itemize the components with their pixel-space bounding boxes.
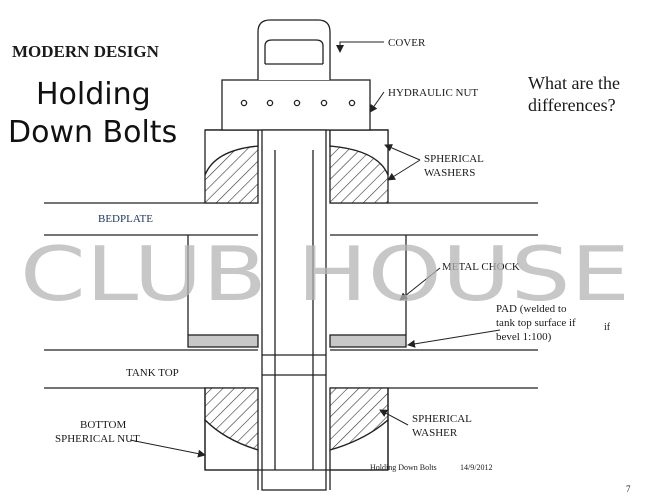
label-pad-1: PAD (welded to — [496, 303, 567, 315]
label-hydraulic-nut: HYDRAULIC NUT — [388, 87, 478, 99]
label-pad-stray: if — [604, 322, 611, 333]
label-pad-2: tank top surface if — [496, 317, 576, 329]
leader-lines — [129, 41, 501, 458]
cover — [257, 19, 331, 80]
bottom-spherical-nut — [204, 418, 259, 471]
label-cover: COVER — [388, 37, 426, 49]
watermark-text: CLUB HOUSE — [20, 230, 630, 318]
design-label: MODERN DESIGN — [12, 42, 160, 61]
structure — [44, 19, 538, 491]
label-tank-top: TANK TOP — [126, 367, 179, 379]
label-spherical-washer-2: WASHER — [412, 427, 458, 439]
hydraulic-nut-holes — [240, 99, 356, 107]
title-line-1: Holding — [36, 77, 151, 112]
question-line-2: differences? — [528, 95, 616, 115]
pad-left — [187, 334, 259, 348]
label-bottom-nut-2: SPHERICAL NUT — [55, 433, 140, 445]
question-line-1: What are the — [528, 73, 620, 93]
label-spherical-washers-2: WASHERS — [424, 167, 475, 179]
label-bottom-nut-1: BOTTOM — [80, 419, 126, 431]
title-line-2: Down Bolts — [8, 115, 177, 150]
page-number: 7 — [626, 484, 631, 494]
footer-caption: Holding Down Bolts — [370, 463, 437, 472]
label-metal-chock: METAL CHOCK — [442, 261, 520, 273]
bolt-shank — [261, 129, 327, 491]
label-spherical-washers-1: SPHERICAL — [424, 153, 484, 165]
label-spherical-washer-1: SPHERICAL — [412, 413, 472, 425]
label-pad-3: bevel 1:100) — [496, 331, 552, 343]
footer-date: 14/9/2012 — [460, 463, 492, 472]
label-bedplate: BEDPLATE — [98, 213, 153, 225]
pad-right — [329, 334, 407, 348]
